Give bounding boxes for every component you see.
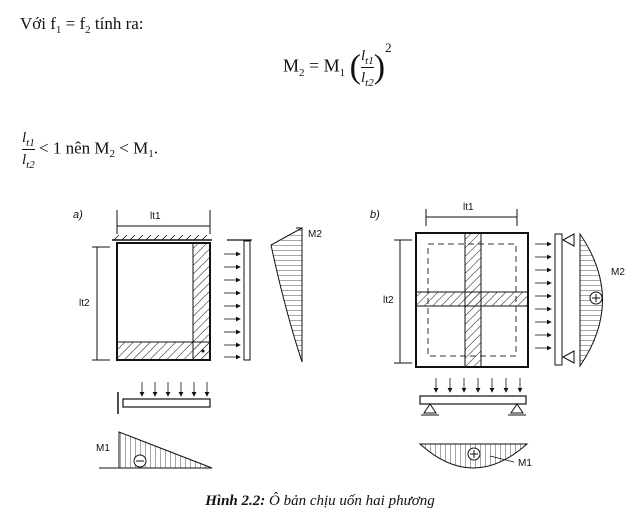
label-m2-a: M2 bbox=[308, 229, 322, 240]
figure-a-tag: a) bbox=[73, 209, 83, 221]
ratio-num: l bbox=[22, 130, 27, 146]
beam-a-side bbox=[243, 240, 251, 361]
strip-horizontal-b bbox=[415, 291, 529, 307]
formula-eq: = M bbox=[304, 55, 340, 76]
left-paren: ( bbox=[349, 48, 361, 86]
beam-b-bottom bbox=[419, 395, 527, 405]
intro-eq: = f bbox=[61, 14, 86, 33]
formula-lhs-sub: 2 bbox=[299, 66, 305, 79]
caption-text: Ô bản chịu uốn hai phương bbox=[265, 493, 435, 509]
load-arrows-b-bottom bbox=[433, 378, 523, 393]
ratio-den-sub: t2 bbox=[26, 159, 35, 171]
ratio-num-sub: t1 bbox=[26, 137, 35, 149]
formula-num: l bbox=[361, 48, 366, 64]
strip-horizontal-a bbox=[116, 341, 211, 361]
beam-a-bottom bbox=[122, 398, 211, 408]
label-m2-b: M2 bbox=[611, 267, 625, 278]
formula-num-sub: t1 bbox=[365, 55, 374, 67]
figure-caption: Hình 2.2: Ô bản chịu uốn hai phương bbox=[0, 493, 640, 510]
pin-support-icon bbox=[423, 403, 437, 414]
leader-line bbox=[489, 455, 515, 463]
ratio-text2: < M bbox=[114, 138, 149, 158]
pin-support-icon bbox=[561, 350, 575, 364]
intro-sub1: 1 bbox=[55, 24, 62, 36]
pin-support-icon bbox=[561, 233, 575, 247]
label-m1-a: M1 bbox=[96, 443, 110, 454]
formula-den-sub: t2 bbox=[365, 77, 374, 89]
moment-diagram-m1-a bbox=[118, 431, 213, 469]
right-paren: ) bbox=[373, 48, 386, 86]
formula-rhs-sub: 1 bbox=[339, 66, 346, 79]
label-lt2-a: lt2 bbox=[79, 298, 90, 309]
label-lt2-b: lt2 bbox=[383, 295, 394, 306]
intro-suffix: tính ra: bbox=[90, 14, 144, 33]
formula-exponent: 2 bbox=[385, 39, 392, 55]
intro-sub2: 2 bbox=[85, 24, 91, 36]
pin-support-icon bbox=[510, 403, 524, 414]
label-lt1-a: lt1 bbox=[150, 211, 161, 222]
ratio-den: l bbox=[22, 152, 27, 168]
figure-a: a) lt1 lt2 bbox=[73, 209, 322, 469]
support-hatching bbox=[113, 234, 208, 241]
load-arrows-a-bottom bbox=[139, 382, 210, 397]
intro-line: Với f1 = f2 tính ra: bbox=[20, 14, 144, 36]
intro-prefix: Với f bbox=[20, 14, 56, 33]
formula-den: l bbox=[361, 70, 366, 86]
ratio-text1: < 1 nên M bbox=[34, 138, 110, 158]
figure-b-tag: b) bbox=[370, 209, 380, 221]
beam-b-side bbox=[554, 233, 563, 366]
load-arrows-a-side bbox=[224, 251, 241, 360]
formula-lhs: M bbox=[283, 55, 300, 76]
moment-diagram-m2-a bbox=[270, 227, 303, 363]
label-m1-b: M1 bbox=[518, 458, 532, 469]
ratio-sub1: 1 bbox=[148, 148, 154, 161]
figure-b: b) lt1 lt2 M2 bbox=[370, 202, 625, 469]
corner-dot bbox=[201, 349, 205, 353]
load-arrows-b-side bbox=[535, 241, 552, 351]
label-lt1-b: lt1 bbox=[463, 202, 474, 213]
ratio-sub2: 2 bbox=[109, 148, 115, 161]
ratio-end: . bbox=[153, 138, 158, 158]
caption-label: Hình 2.2: bbox=[205, 493, 266, 509]
